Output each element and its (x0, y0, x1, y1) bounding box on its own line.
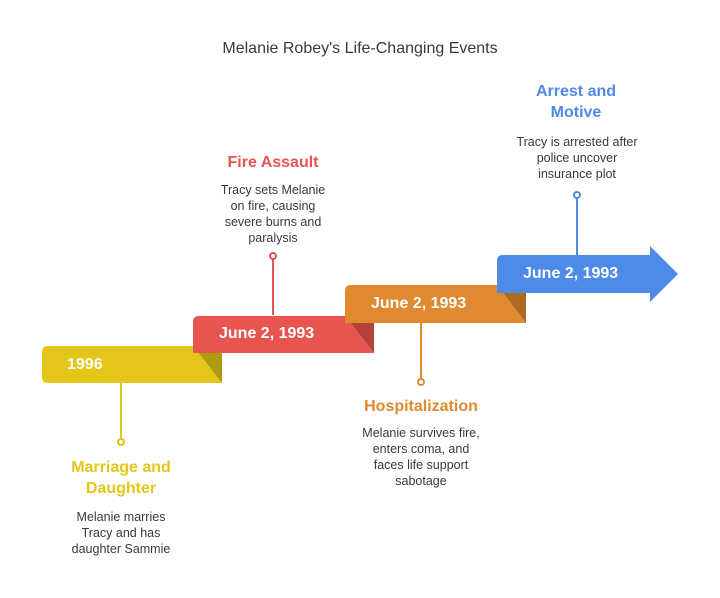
event-description-arrest: Tracy is arrested after police uncover i… (516, 135, 638, 181)
date-label-2: June 2, 1993 (219, 325, 315, 342)
connector-dot-3 (417, 378, 425, 386)
event-description-hospitalization: Melanie survives fire, enters coma, and … (362, 426, 480, 488)
date-label-4: June 2, 1993 (523, 265, 619, 282)
event-heading-fire-assault: Fire Assault (227, 154, 319, 171)
step-arrow-arrest (497, 246, 678, 302)
event-heading-arrest: Arrest and Motive (535, 83, 617, 121)
date-label-1: 1996 (67, 356, 103, 373)
connector-dot-1 (117, 438, 125, 446)
event-heading-marriage: Marriage and Daughter (71, 459, 171, 497)
connector-dot-4 (573, 191, 581, 199)
event-heading-hospitalization: Hospitalization (364, 398, 478, 415)
step-band-hospitalization (345, 285, 526, 323)
step-band-fire-assault (193, 316, 374, 353)
connector-dot-2 (269, 252, 277, 260)
step-band-1996 (42, 346, 222, 383)
date-label-3: June 2, 1993 (371, 295, 467, 312)
event-description-marriage: Melanie marries Tracy and has daughter S… (71, 510, 171, 556)
diagram-title: Melanie Robey's Life-Changing Events (222, 40, 498, 57)
event-description-fire-assault: Tracy sets Melanie on fire, causing seve… (220, 183, 326, 245)
